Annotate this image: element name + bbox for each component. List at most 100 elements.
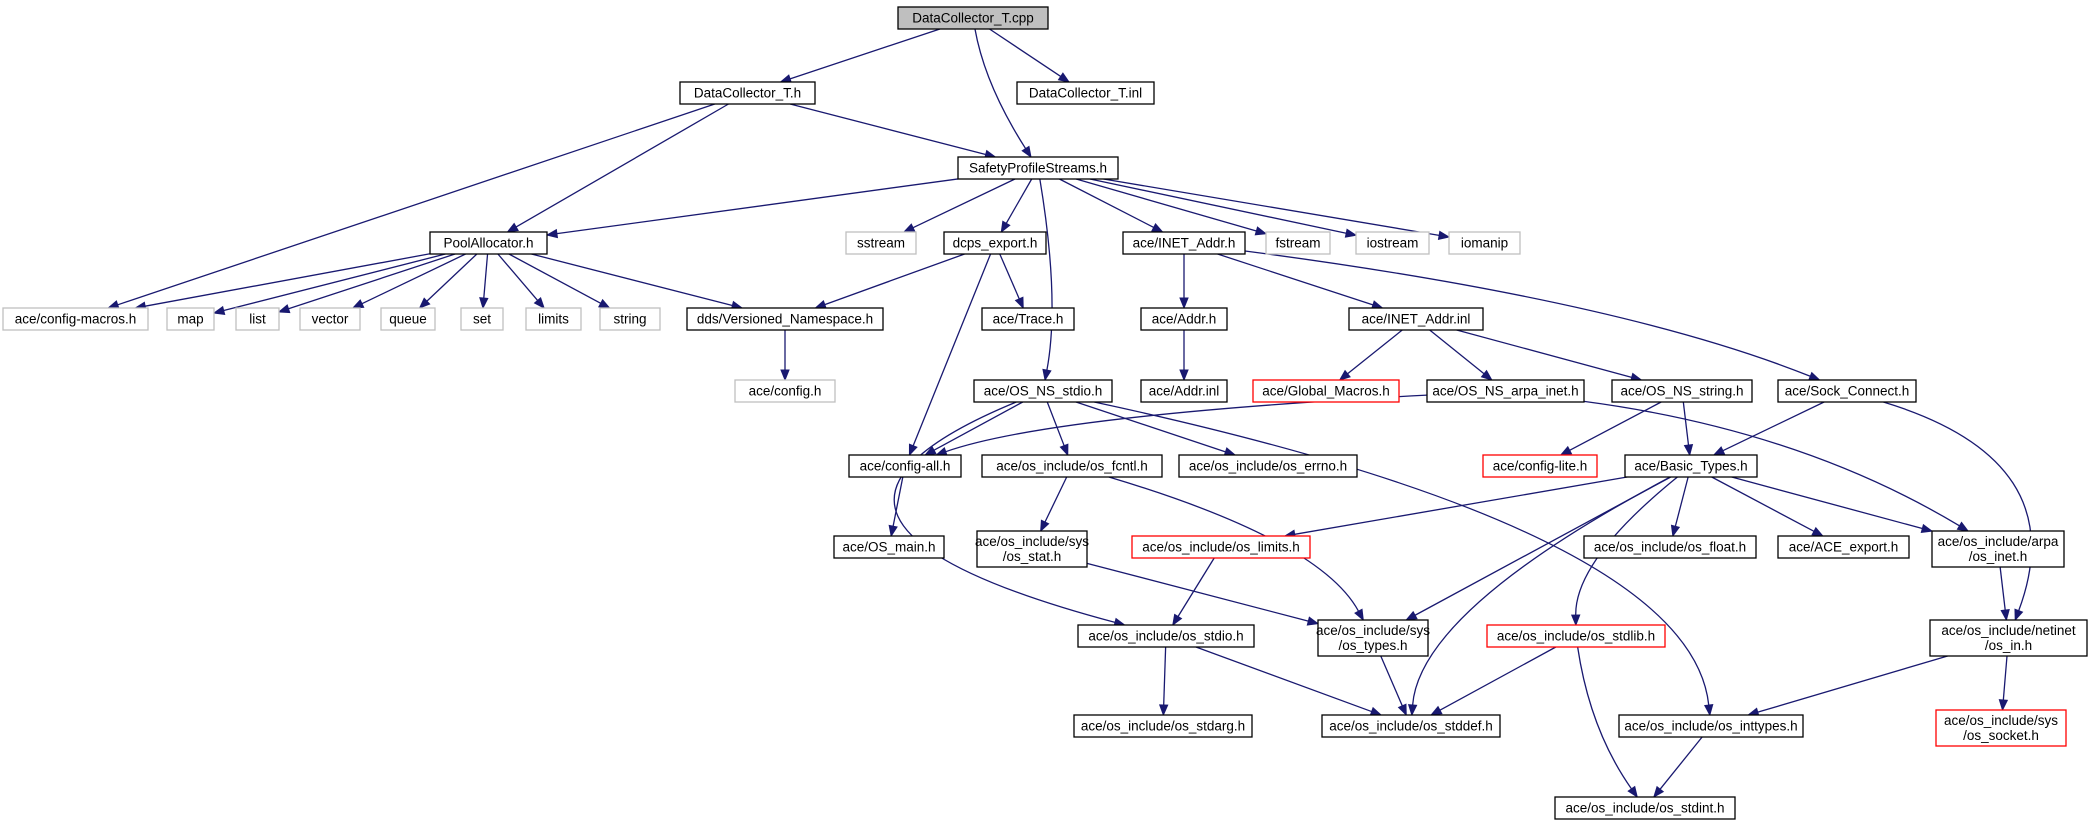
node-trace[interactable]: ace/Trace.h bbox=[981, 307, 1075, 331]
node-errno[interactable]: ace/os_include/os_errno.h bbox=[1178, 454, 1358, 478]
edge-arpainet-to-netin bbox=[1999, 566, 2010, 622]
node-box bbox=[1931, 530, 2065, 568]
node-label: list bbox=[249, 312, 266, 327]
edge-sps-to-pool bbox=[545, 178, 959, 239]
node-cfg[interactable]: ace/config.h bbox=[734, 379, 836, 403]
node-map[interactable]: map bbox=[166, 307, 215, 331]
node-box bbox=[299, 307, 361, 331]
node-label: ace/os_include/os_stdint.h bbox=[1565, 801, 1724, 816]
node-sysstat[interactable]: ace/os_include/sys/os_stat.h bbox=[975, 530, 1089, 568]
node-box bbox=[973, 379, 1113, 403]
node-box bbox=[981, 454, 1163, 478]
node-inttypes[interactable]: ace/os_include/os_inttypes.h bbox=[1618, 714, 1804, 738]
node-label: ace/Addr.h bbox=[1152, 312, 1217, 327]
node-box bbox=[1426, 379, 1585, 403]
node-box bbox=[1073, 714, 1253, 738]
edge-dc_cpp-to-dc_h bbox=[779, 28, 941, 84]
edge-netin-to-syssock bbox=[1998, 655, 2009, 712]
node-dc-h[interactable]: DataCollector_T.h bbox=[679, 81, 816, 105]
node-arpainet[interactable]: ace/os_include/arpa/os_inet.h bbox=[1931, 530, 2065, 568]
node-label: queue bbox=[389, 312, 427, 327]
node-fcntl[interactable]: ace/os_include/os_fcntl.h bbox=[981, 454, 1163, 478]
edge-osstr-to-cfglite bbox=[1559, 401, 1662, 456]
edge-dc_cpp-to-dc_inl bbox=[989, 28, 1071, 83]
node-osfloat[interactable]: ace/os_include/os_float.h bbox=[1583, 535, 1757, 559]
edge-pool-to-list bbox=[277, 253, 456, 314]
node-systypes[interactable]: ace/os_include/sys/os_types.h bbox=[1316, 619, 1430, 657]
node-osarpa[interactable]: ace/OS_NS_arpa_inet.h bbox=[1426, 379, 1585, 403]
node-dc-cpp[interactable]: DataCollector_T.cpp bbox=[897, 6, 1049, 30]
node-box bbox=[1077, 624, 1255, 648]
node-oslimits[interactable]: ace/os_include/os_limits.h bbox=[1131, 535, 1311, 559]
node-cfgmac[interactable]: ace/config-macros.h bbox=[2, 307, 149, 331]
node-osstr[interactable]: ace/OS_NS_string.h bbox=[1611, 379, 1753, 403]
node-cfgall[interactable]: ace/config-all.h bbox=[848, 454, 962, 478]
node-sock[interactable]: ace/Sock_Connect.h bbox=[1777, 379, 1917, 403]
node-label: /os_socket.h bbox=[1963, 728, 2039, 743]
node-sstream[interactable]: sstream bbox=[845, 231, 917, 255]
node-vector[interactable]: vector bbox=[299, 307, 361, 331]
node-string[interactable]: string bbox=[599, 307, 661, 331]
node-label: ace/INET_Addr.inl bbox=[1362, 312, 1471, 327]
node-pool[interactable]: PoolAllocator.h bbox=[429, 231, 548, 255]
node-label: dds/Versioned_Namespace.h bbox=[697, 312, 873, 327]
node-stdint[interactable]: ace/os_include/os_stdint.h bbox=[1554, 796, 1736, 820]
node-fstream[interactable]: fstream bbox=[1265, 231, 1331, 255]
node-box bbox=[1348, 307, 1484, 331]
node-box bbox=[1611, 379, 1753, 403]
edge-stdlib-to-stddef bbox=[1429, 646, 1557, 716]
node-set[interactable]: set bbox=[460, 307, 504, 331]
node-box bbox=[845, 231, 917, 255]
edge-dcps-to-vns bbox=[814, 253, 965, 309]
edge-systypes-to-stddef bbox=[1380, 655, 1407, 717]
node-label: ace/OS_NS_string.h bbox=[1620, 384, 1743, 399]
node-iostream[interactable]: iostream bbox=[1355, 231, 1430, 255]
node-label: string bbox=[613, 312, 646, 327]
edge-pool-to-cfgmac bbox=[133, 253, 431, 311]
node-osstdio-inc[interactable]: ace/os_include/os_stdio.h bbox=[1077, 624, 1255, 648]
node-vns[interactable]: dds/Versioned_Namespace.h bbox=[686, 307, 884, 331]
edge-pool-to-map bbox=[212, 253, 446, 316]
node-cfglite[interactable]: ace/config-lite.h bbox=[1482, 454, 1598, 478]
node-label: ace/os_include/os_limits.h bbox=[1142, 540, 1300, 555]
node-box bbox=[1448, 231, 1521, 255]
node-stdarg[interactable]: ace/os_include/os_stdarg.h bbox=[1073, 714, 1253, 738]
node-gmac[interactable]: ace/Global_Macros.h bbox=[1252, 379, 1400, 403]
node-dc-inl[interactable]: DataCollector_T.inl bbox=[1016, 81, 1155, 105]
node-queue[interactable]: queue bbox=[380, 307, 436, 331]
node-addr-inl[interactable]: ace/Addr.inl bbox=[1140, 379, 1228, 403]
edge-osarpa-to-arpainet bbox=[1583, 400, 1970, 532]
node-aceexp[interactable]: ace/ACE_export.h bbox=[1777, 535, 1910, 559]
node-osstdio[interactable]: ace/OS_NS_stdio.h bbox=[973, 379, 1113, 403]
node-netin[interactable]: ace/os_include/netinet/os_in.h bbox=[1929, 619, 2088, 657]
node-stddef[interactable]: ace/os_include/os_stddef.h bbox=[1321, 714, 1501, 738]
node-box bbox=[2, 307, 149, 331]
node-limits[interactable]: limits bbox=[525, 307, 582, 331]
node-stdlib[interactable]: ace/os_include/os_stdlib.h bbox=[1486, 624, 1666, 648]
node-label: ace/os_include/sys bbox=[1944, 713, 2058, 728]
node-box bbox=[1777, 535, 1910, 559]
node-sps[interactable]: SafetyProfileStreams.h bbox=[957, 156, 1119, 180]
node-box bbox=[235, 307, 280, 331]
node-dcps[interactable]: dcps_export.h bbox=[943, 231, 1047, 255]
node-box bbox=[1131, 535, 1311, 559]
node-label: DataCollector_T.cpp bbox=[912, 11, 1034, 26]
node-label: ace/os_include/sys bbox=[975, 534, 1089, 549]
node-iomanip[interactable]: iomanip bbox=[1448, 231, 1521, 255]
node-box bbox=[599, 307, 661, 331]
node-btypes[interactable]: ace/Basic_Types.h bbox=[1624, 454, 1758, 478]
edge-pool-to-queue bbox=[418, 253, 478, 309]
node-label: ace/os_include/os_stdlib.h bbox=[1497, 629, 1655, 644]
node-inet[interactable]: ace/INET_Addr.h bbox=[1122, 231, 1246, 255]
node-inet-inl[interactable]: ace/INET_Addr.inl bbox=[1348, 307, 1484, 331]
node-label: ace/INET_Addr.h bbox=[1133, 236, 1236, 251]
node-box bbox=[833, 535, 945, 559]
node-list[interactable]: list bbox=[235, 307, 280, 331]
node-label: limits bbox=[538, 312, 569, 327]
node-syssock[interactable]: ace/os_include/sys/os_socket.h bbox=[1935, 709, 2067, 747]
node-box bbox=[943, 231, 1047, 255]
node-addr-h[interactable]: ace/Addr.h bbox=[1140, 307, 1228, 331]
node-label: SafetyProfileStreams.h bbox=[969, 161, 1107, 176]
node-osmain[interactable]: ace/OS_main.h bbox=[833, 535, 945, 559]
node-label: PoolAllocator.h bbox=[443, 236, 533, 251]
